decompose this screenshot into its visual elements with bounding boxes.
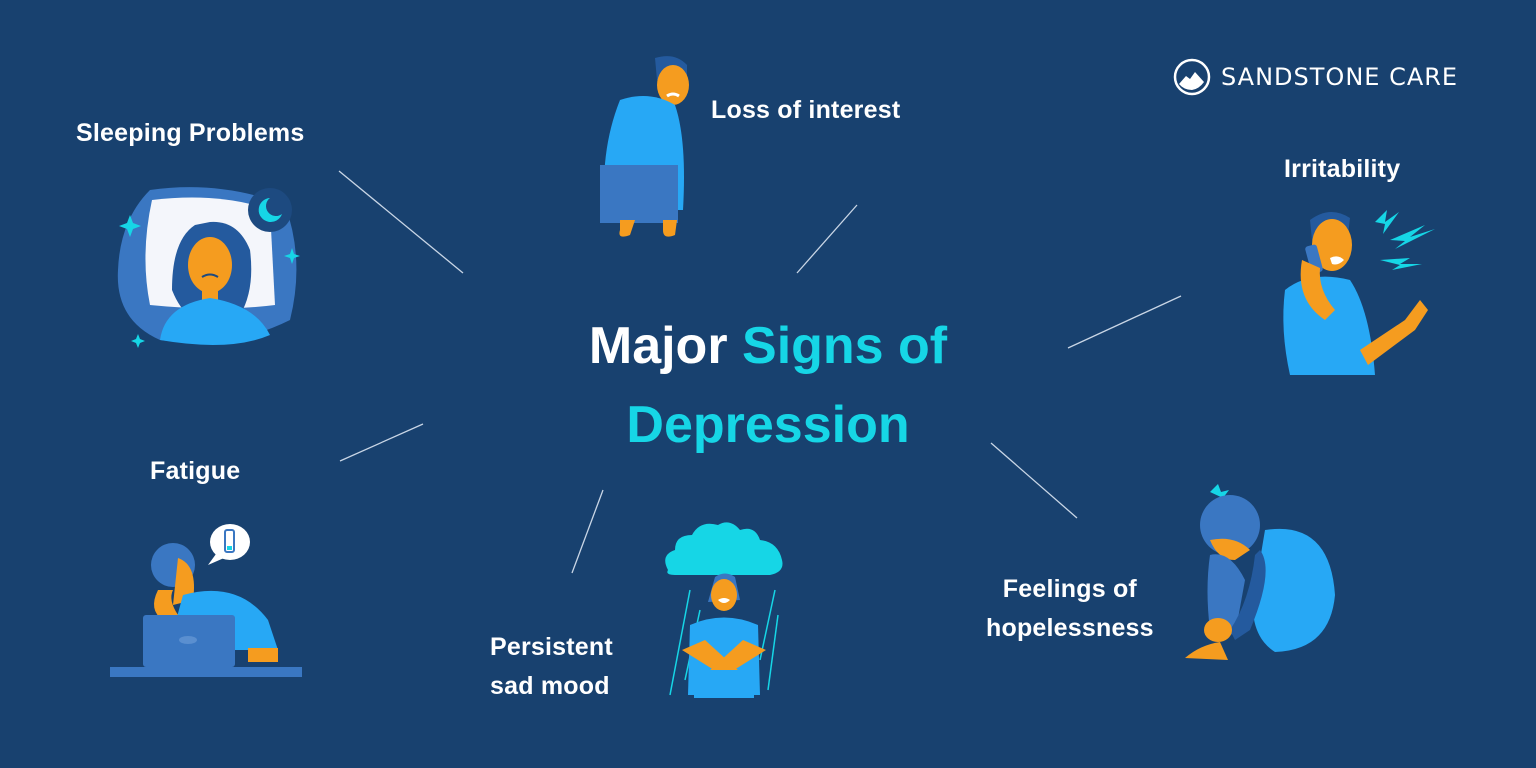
mountain-circle-icon bbox=[1173, 58, 1211, 96]
title-signs-of: Signs of bbox=[742, 317, 948, 375]
tired-laptop-man-illustration bbox=[110, 524, 302, 677]
sleeping-woman-illustration bbox=[117, 187, 300, 348]
label-line: hopelessness bbox=[986, 614, 1154, 642]
curled-up-person-illustration bbox=[1185, 484, 1335, 660]
label-fatigue: Fatigue bbox=[150, 457, 241, 485]
slouching-man-illustration bbox=[600, 56, 689, 237]
title-major: Major bbox=[588, 317, 728, 375]
brand-name: SANDSTONE CARE bbox=[1221, 63, 1459, 91]
label-irritability: Irritability bbox=[1284, 155, 1401, 183]
label-line: sad mood bbox=[490, 672, 610, 700]
label-loss-of-interest: Loss of interest bbox=[711, 96, 901, 124]
angry-phone-man-illustration bbox=[1283, 210, 1435, 375]
label-feelings-of-hopelessness: Feelings of hopelessness bbox=[986, 570, 1154, 648]
label-sleeping-problems: Sleeping Problems bbox=[76, 119, 305, 147]
label-persistent-sad-mood: Persistent sad mood bbox=[490, 628, 613, 706]
page-title: Major Signs of bbox=[0, 307, 1536, 385]
brand-logo: SANDSTONE CARE bbox=[1173, 58, 1458, 96]
rain-cloud-woman-illustration bbox=[665, 522, 783, 698]
label-line: Feelings of bbox=[1002, 575, 1137, 603]
title-depression: Depression bbox=[626, 396, 910, 454]
label-line: Persistent bbox=[490, 633, 613, 661]
